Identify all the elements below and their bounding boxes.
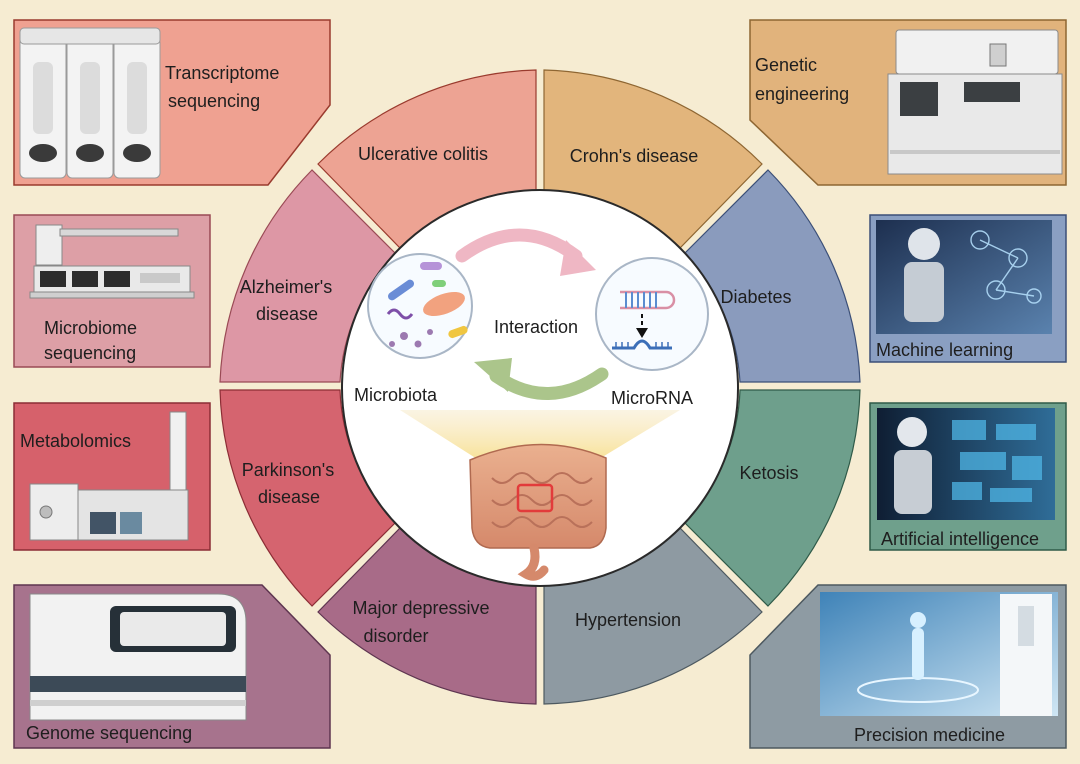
machine-learning-robot-image: [876, 220, 1052, 334]
transcriptome-sequencer-illustration: [19, 27, 161, 179]
intestine-icon: [469, 443, 607, 581]
parkinsons-label-line1: Parkinson's: [241, 460, 335, 480]
interaction-arrow-pink: [455, 228, 596, 276]
genetic-engineering-label-line1: Genetic: [755, 55, 818, 75]
major-depressive-label-line2: disorder: [363, 626, 429, 646]
alzheimers-label-line2: disease: [255, 304, 319, 324]
microbiome-sequencing-panel: [13, 214, 211, 368]
metabolomics-panel: [13, 402, 211, 551]
metabolomics-label: Metabolomics: [20, 431, 132, 451]
ulcerative-colitis-label: Ulcerative colitis: [357, 144, 489, 164]
microrna-icon: [612, 290, 676, 350]
machine-learning-label: Machine learning: [876, 340, 1014, 360]
interaction-arrow-green: [474, 358, 609, 400]
genome-sequencing-panel: [13, 584, 331, 749]
major-depressive-label-line1: Major depressive: [352, 598, 490, 618]
precision-medicine-label: Precision medicine: [854, 725, 1006, 745]
machine-learning-panel: [869, 214, 1067, 363]
microrna-label: MicroRNA: [611, 388, 694, 408]
crohns-disease-label: Crohn's disease: [569, 146, 699, 166]
artificial-intelligence-robot-image: [877, 408, 1055, 520]
microbiome-sequencer-illustration: [29, 224, 195, 299]
microbiota-circle: [367, 253, 473, 359]
precision-medicine-panel: [749, 584, 1067, 749]
precision-medicine-image: [820, 592, 1058, 716]
diabetes-label: Diabetes: [720, 287, 792, 307]
artificial-intelligence-label: Artificial intelligence: [881, 529, 1040, 549]
bacteria-icon: [386, 262, 468, 348]
genetic-engineering-instrument-illustration: [887, 29, 1063, 175]
transcriptome-label-line1: Transcriptome: [165, 63, 280, 83]
alzheimers-label-line1: Alzheimer's: [239, 277, 333, 297]
interaction-label: Interaction: [494, 317, 579, 337]
microbiota-label: Microbiota: [354, 385, 438, 405]
hypertension-label: Hypertension: [574, 610, 682, 630]
genome-sequencing-label: Genome sequencing: [26, 723, 193, 743]
genetic-engineering-label-line2: engineering: [755, 84, 850, 104]
mass-spectrometer-illustration: [29, 411, 189, 541]
parkinsons-label-line2: disease: [257, 487, 321, 507]
microrna-circle: [595, 257, 709, 371]
ketosis-label: Ketosis: [739, 463, 799, 483]
microbiome-label-line1: Microbiome: [44, 318, 138, 338]
genome-sequencer-illustration: [29, 593, 247, 721]
microbiome-label-line2: sequencing: [44, 343, 137, 363]
transcriptome-label-line2: sequencing: [168, 91, 261, 111]
transcriptome-sequencing-panel: [13, 19, 331, 186]
genetic-engineering-panel: [749, 19, 1067, 186]
artificial-intelligence-panel: [869, 402, 1067, 551]
